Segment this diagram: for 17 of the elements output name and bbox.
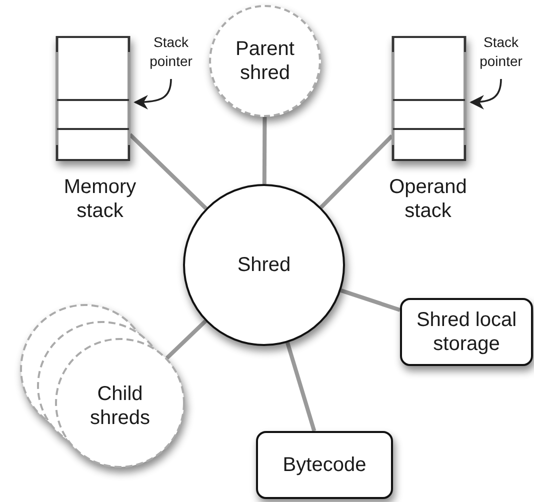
- connector-line: [320, 134, 394, 209]
- connector-line: [166, 320, 207, 360]
- connector-line: [340, 288, 401, 312]
- rounded-box: Bytecode: [256, 431, 393, 499]
- circle: Shred: [183, 184, 345, 346]
- connector-line: [286, 342, 316, 432]
- dashed-circle: Parent shred: [209, 5, 321, 117]
- callout-text: Stack pointer: [478, 33, 524, 71]
- rounded-box: Shred local storage: [400, 298, 533, 366]
- curved-arrow: [470, 78, 502, 110]
- connector-line: [262, 117, 267, 184]
- connector-line: [128, 133, 208, 210]
- callout-text: Stack pointer: [148, 33, 194, 71]
- curved-arrow: [134, 78, 172, 110]
- node-label: Memory stack: [62, 175, 138, 223]
- node-label: Operand stack: [388, 175, 468, 223]
- node-label: Child shreds: [88, 382, 152, 430]
